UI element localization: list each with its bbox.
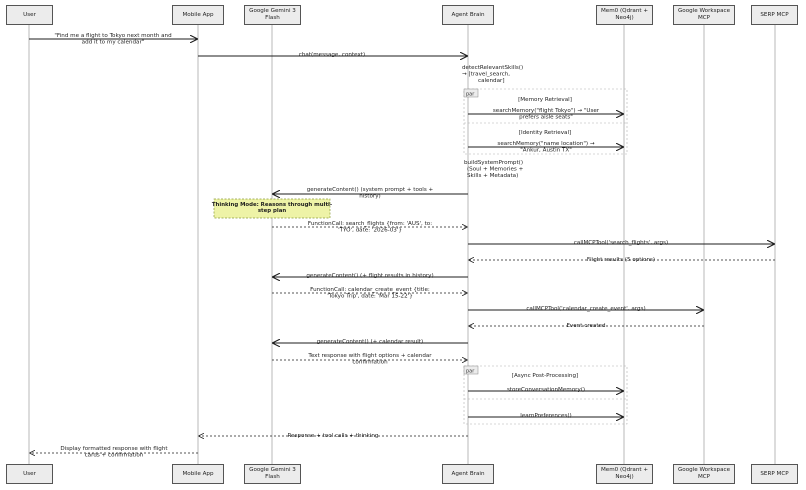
par-tag-2: par	[466, 369, 475, 375]
participant-user-bottom: User	[6, 464, 53, 484]
par-tag-1: par	[466, 92, 475, 98]
label-call-mcp-calendar: callMCPTool('calendar_create_event', arg…	[526, 306, 645, 312]
label-search-memory-2: searchMemory("name location") →"Ankur, A…	[497, 141, 594, 154]
section-memory-retrieval: [Memory Retrieval]	[518, 97, 572, 103]
label-event-created: Event created	[566, 323, 606, 329]
participant-workspace-bottom: Google Workspace MCP	[673, 464, 735, 484]
par-tag-2-box	[463, 365, 479, 375]
participant-mem0-top: Mem0 (Qdrant + Neo4j)	[596, 5, 653, 25]
par-fragment-retrieval	[463, 88, 628, 155]
label-generate-content-1: generateContent() (system prompt + tools…	[307, 187, 434, 200]
participant-mobile-app-bottom: Mobile App	[172, 464, 224, 484]
label-build-system-prompt: buildSystemPrompt()(Soul + Memories +Ski…	[464, 160, 524, 179]
par-tag-1-box	[463, 88, 479, 98]
section-async-post-processing: [Async Post-Processing]	[512, 373, 578, 379]
label-generate-content-3: generateContent() (+ calendar result)	[317, 339, 424, 345]
label-user-request: "Find me a flight to Tokyo next month an…	[54, 33, 172, 46]
label-chat: chat(message, context)	[299, 52, 365, 58]
section-identity-retrieval: [Identity Retrieval]	[519, 130, 571, 136]
label-learn-preferences: learnPreferences()	[520, 413, 571, 419]
participant-mem0-bottom: Mem0 (Qdrant + Neo4j)	[596, 464, 653, 484]
participant-workspace-top: Google Workspace MCP	[673, 5, 735, 25]
label-flight-results: Flight results (5 options)	[587, 257, 655, 263]
label-call-mcp-flights: callMCPTool('search_flights', args)	[574, 240, 668, 246]
label-store-memory: storeConversationMemory()	[507, 387, 585, 393]
participant-gemini-bottom: Google Gemini 3 Flash	[244, 464, 301, 484]
label-text-response: Text response with flight options + cale…	[307, 353, 432, 366]
participant-mobile-app-top: Mobile App	[172, 5, 224, 25]
label-generate-content-2: generateContent() (+ flight results in h…	[306, 273, 433, 279]
message-labels: "Find me a flight to Tokyo next month an…	[54, 33, 668, 459]
participant-serp-top: SERP MCP	[751, 5, 798, 25]
thinking-note-box	[213, 198, 331, 219]
label-function-call-calendar: FunctionCall: calendar_create_event {tit…	[310, 287, 430, 300]
participant-user-top: User	[6, 5, 53, 25]
participant-agent-brain-top: Agent Brain	[442, 5, 494, 25]
participant-agent-brain-bottom: Agent Brain	[442, 464, 494, 484]
label-response: Response + tool calls + thinking	[288, 433, 379, 439]
label-detect-skills: detectRelevantSkills()→ [travel_search,c…	[462, 65, 523, 84]
message-arrows	[29, 39, 775, 453]
label-thinking-note: Thinking Mode: Reasons through multi-ste…	[212, 202, 332, 214]
participant-serp-bottom: SERP MCP	[751, 464, 798, 484]
label-function-call-flights: FunctionCall: search_flights {from: 'AUS…	[308, 221, 432, 234]
participant-gemini-top: Google Gemini 3 Flash	[244, 5, 301, 25]
par-fragment-async	[463, 365, 628, 425]
